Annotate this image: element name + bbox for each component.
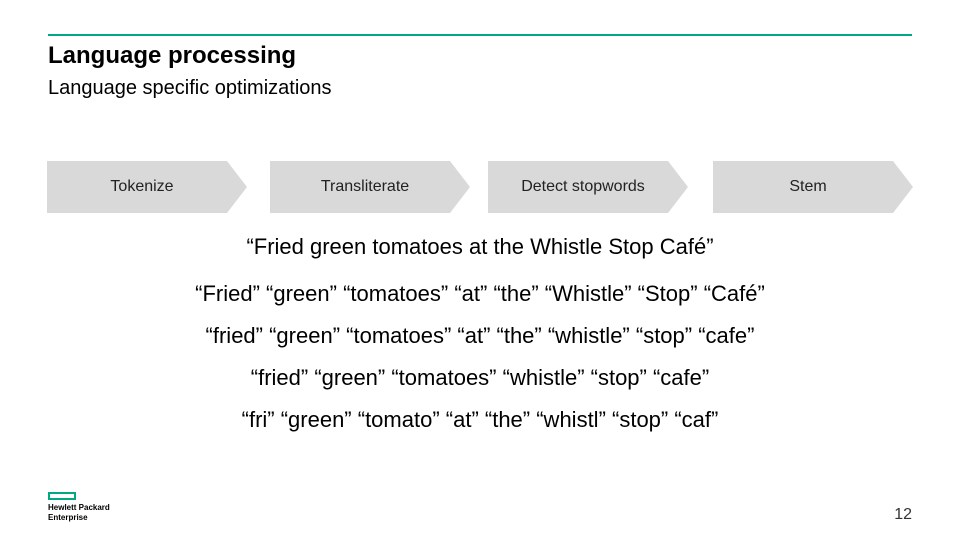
pipeline-step-stem: Stem [713, 161, 913, 213]
pipeline-step-label: Transliterate [320, 178, 410, 195]
chevron-arrow-icon [270, 161, 470, 213]
chevron-arrow-icon [47, 161, 247, 213]
example-transliterated: “fried” “green” “tomatoes” “at” “the” “w… [205, 323, 755, 348]
logo-text-line2: Enterprise [48, 513, 88, 522]
pipeline-step-label: Tokenize [110, 178, 174, 195]
title-divider [48, 34, 912, 36]
example-stopwords-removed: “fried” “green” “tomatoes” “whistle” “st… [250, 365, 710, 390]
chevron-arrow-icon [488, 161, 688, 213]
pipeline-step-detect-stopwords: Detect stopwords [488, 161, 688, 213]
hpe-rectangle-logo-icon [48, 492, 76, 500]
pipeline-step-transliterate: Transliterate [270, 161, 470, 213]
example-original-text: “Fried green tomatoes at the Whistle Sto… [246, 234, 714, 259]
hpe-logo: Hewlett Packard Enterprise [48, 492, 128, 524]
pipeline-step-label: Detect stopwords [521, 178, 645, 195]
logo-text-line1: Hewlett Packard [48, 503, 110, 512]
example-tokenized: “Fried” “green” “tomatoes” “at” “the” “W… [195, 281, 765, 306]
pipeline-step-label: Stem [789, 178, 827, 195]
slide-title: Language processing [48, 42, 297, 69]
page-number: 12 [894, 506, 912, 523]
chevron-arrow-icon [713, 161, 913, 213]
example-stemmed: “fri” “green” “tomato” “at” “the” “whist… [241, 407, 719, 432]
pipeline-step-tokenize: Tokenize [47, 161, 247, 213]
slide-subtitle: Language specific optimizations [48, 77, 332, 99]
